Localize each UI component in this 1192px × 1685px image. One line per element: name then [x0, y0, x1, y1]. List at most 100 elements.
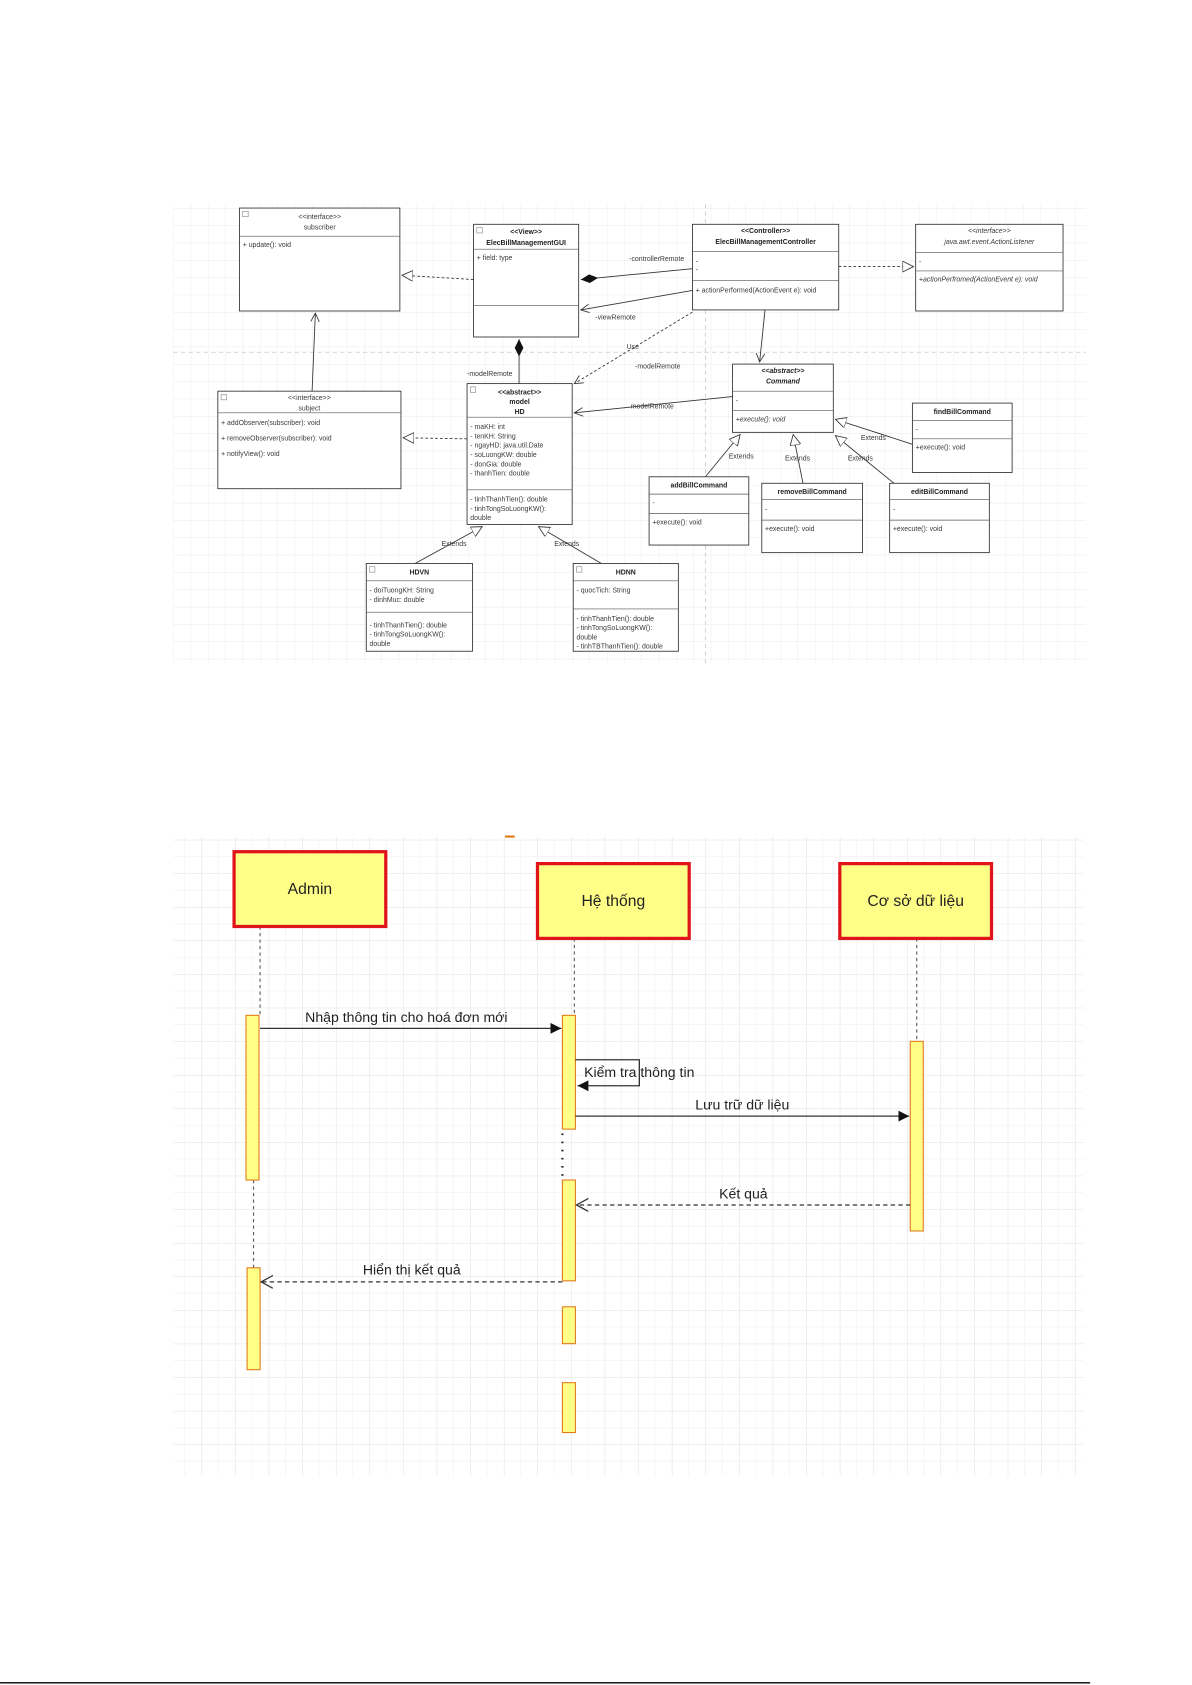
- association-command-model: [574, 396, 733, 413]
- participant-database: Cơ sở dữ liệu: [838, 862, 994, 941]
- class-frame: [911, 402, 1013, 473]
- class-frame: [889, 482, 990, 554]
- class-name: addBillCommand: [670, 483, 727, 490]
- class-attribute: - thanhTien: double: [470, 471, 530, 478]
- collapse-icon: [476, 227, 483, 234]
- class-frame: [648, 476, 750, 546]
- activation-bar: [561, 1306, 576, 1345]
- class-method: +actionPerfromed(ActionEvent e): void: [919, 277, 1039, 284]
- participant-box: [535, 862, 691, 941]
- class-stereotype: <<abstract>>: [761, 368, 804, 375]
- message-label: Kết quả: [719, 1185, 768, 1201]
- class-box-addBillCommand: addBillCommand - +execute(): void: [648, 476, 750, 546]
- class-method: - tinhTongSoLuongKW():: [370, 632, 446, 639]
- class-attribute: + field: type: [477, 255, 513, 262]
- class-name: HDVN: [410, 569, 430, 576]
- class-method: - tinhTongSoLuongKW():: [470, 506, 546, 513]
- class-method: + removeObserver(subscriber): void: [221, 435, 332, 442]
- class-frame: [466, 383, 573, 525]
- class-box-subscriber: <<interface>>subscriber+ update(): void: [239, 207, 401, 312]
- class-name: findBillCommand: [934, 409, 991, 416]
- class-frame: [239, 207, 401, 312]
- relation-label: Use: [627, 344, 639, 351]
- activation-bar: [909, 1040, 924, 1232]
- activation-bar: [245, 1014, 260, 1181]
- class-method: + addObserver(subscriber): void: [221, 420, 320, 427]
- class-method: - tinhThanhTien(): double: [576, 616, 654, 623]
- class-box-HDNN: HDNN- quocTich: String- tinhThanhTien():…: [572, 563, 679, 652]
- collapse-icon: [220, 394, 227, 401]
- class-method: +execute(): void: [652, 519, 702, 526]
- relation-label: Extends: [442, 541, 468, 548]
- class-frame: [915, 223, 1064, 312]
- class-name: HDNN: [616, 569, 636, 576]
- class-method: + update(): void: [243, 242, 291, 249]
- class-name: model: [509, 399, 529, 406]
- message-label: Hiển thị kết quả: [363, 1261, 461, 1277]
- class-attribute: - donGia: double: [470, 461, 521, 468]
- relation-label: Extends: [848, 456, 874, 463]
- class-attribute: -: [696, 267, 698, 274]
- class-stereotype: <<Controller>>: [741, 228, 790, 235]
- class-frame: [365, 563, 473, 652]
- generalization-hdnn-hd: [539, 527, 602, 564]
- generalization-edit-command: [835, 436, 895, 484]
- class-diagram: -controllerRemote-viewRemote-modelRemote…: [173, 203, 1086, 664]
- message-label: Kiểm tra thông tin: [584, 1064, 694, 1080]
- collapse-icon: [576, 566, 583, 573]
- association-controller-command: [760, 309, 766, 362]
- class-attribute: - ngayHD: java.util.Date: [470, 443, 543, 450]
- class-attribute: -: [919, 258, 921, 265]
- class-box-Command: <<abstract>> Command - +execute(): void: [732, 363, 834, 433]
- relation-label: Extends: [785, 456, 811, 463]
- class-box-removeBillCommand: removeBillCommand-+execute(): void: [761, 482, 863, 554]
- class-stereotype: <<abstract>>: [498, 389, 541, 396]
- class-attribute: -: [736, 398, 738, 405]
- class-name: java.awt.event.ActionListener: [943, 239, 1035, 246]
- class-attribute: - maKH: int: [470, 424, 505, 431]
- class-method: - tinhThanhTien(): double: [370, 622, 448, 629]
- class-method: + actionPerformed(ActionEvent e): void: [696, 288, 817, 295]
- class-attribute: -: [652, 500, 654, 507]
- class-frame: [473, 223, 580, 338]
- participant-box: [838, 862, 994, 941]
- activation-bar: [561, 1179, 576, 1282]
- generalization-find-command: [835, 419, 913, 445]
- class-name: removeBillCommand: [778, 489, 847, 496]
- participant-admin: Admin: [232, 850, 388, 929]
- class-method: double: [470, 515, 491, 522]
- class-attribute: -: [696, 258, 698, 265]
- activation-bar: [561, 1382, 576, 1434]
- class-method: +execute(): void: [893, 526, 943, 533]
- relation-label: Extends: [554, 541, 580, 548]
- generalization-remove-command: [793, 435, 804, 484]
- relation-label: -viewRemote: [595, 315, 636, 322]
- class-box-editBillCommand: editBillCommand-+execute(): void: [889, 482, 990, 554]
- class-attribute: -: [765, 506, 767, 513]
- participant-label: Admin: [288, 881, 333, 898]
- message-label: Nhập thông tin cho hoá đơn mới: [305, 1009, 507, 1025]
- relation-label: Extends: [729, 453, 755, 460]
- class-method: + notifyView(): void: [221, 451, 280, 458]
- class-frame: [572, 563, 679, 652]
- association-controller-gui: [581, 289, 693, 310]
- class-attribute: - doiTuongKH: String: [370, 588, 435, 595]
- class-attribute: - tenKH: String: [470, 433, 516, 440]
- marker: [504, 835, 515, 838]
- class-stereotype: <<interface>>: [968, 228, 1011, 235]
- collapse-icon: [369, 566, 376, 573]
- class-name: ElecBillManagementGUI: [486, 240, 566, 247]
- dependency-controller-model: [574, 311, 693, 384]
- collapse-icon: [242, 211, 249, 217]
- relation-label: -controllerRemote: [629, 256, 684, 263]
- class-method: double: [576, 634, 597, 641]
- class-method: +execute(): void: [736, 417, 787, 424]
- class-attribute: -: [893, 506, 895, 513]
- class-name: Command: [766, 379, 801, 386]
- participant-box: [232, 850, 388, 929]
- class-attribute: -: [916, 426, 918, 433]
- realization-gui-subscriber: [402, 275, 474, 279]
- class-box-subject: <<interface>>subject+ addObserver(subscr…: [217, 390, 402, 490]
